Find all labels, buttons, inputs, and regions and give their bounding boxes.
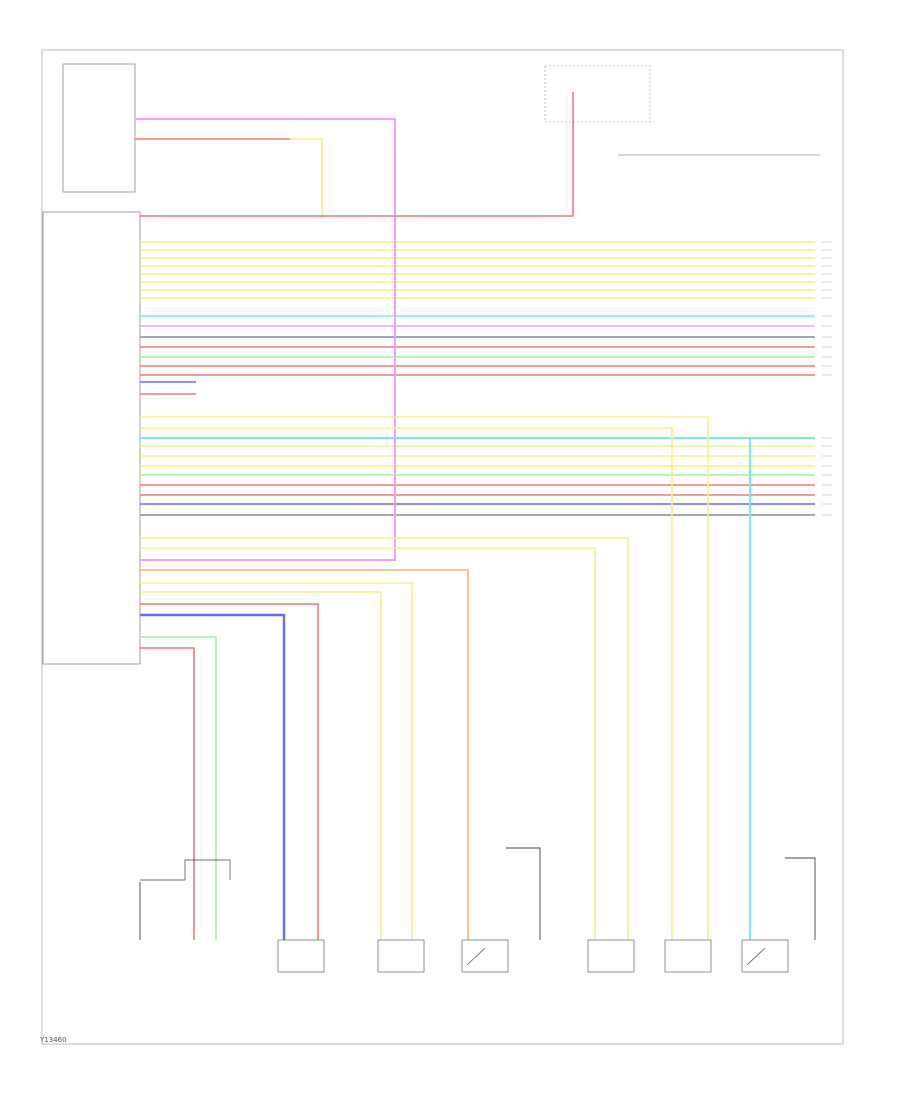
switch-contact [746, 947, 766, 966]
wire-yel-down [135, 138, 323, 218]
wire-yel-out [140, 591, 382, 940]
bottom-component-1 [277, 939, 325, 973]
page-frame [41, 49, 844, 1045]
wire-pnk-loop [135, 118, 396, 561]
wire-layer [135, 92, 820, 940]
wire-yel-out [140, 427, 673, 940]
component-layer [277, 939, 789, 973]
wire-red-switch [140, 92, 574, 217]
wire-blu-out [140, 613, 286, 940]
wire-yel-out [140, 537, 629, 940]
wire-red-out [140, 603, 319, 940]
bottom-component-6 [741, 939, 789, 973]
bottom-component-2 [377, 939, 425, 973]
srs-control-unit-box [42, 211, 141, 665]
wire-yel-out [140, 582, 413, 940]
bottom-component-4 [587, 939, 635, 973]
bottom-component-3 [461, 939, 509, 973]
ignition-switch-box [544, 65, 651, 123]
wire-yel-out [140, 547, 596, 940]
ground-wire [140, 859, 231, 881]
ground-wire [506, 847, 541, 940]
bottom-component-5 [664, 939, 712, 973]
switch-contact [466, 947, 486, 966]
wire-grn-out [140, 636, 217, 940]
wire-red-out [140, 647, 195, 940]
ground-wire [785, 857, 816, 940]
pin-tick-layer [822, 241, 832, 516]
wire-orn-out [140, 569, 469, 940]
page-code: Y13460 [40, 1036, 67, 1044]
wire-yel-out [140, 416, 709, 940]
power-module-box [62, 63, 136, 193]
